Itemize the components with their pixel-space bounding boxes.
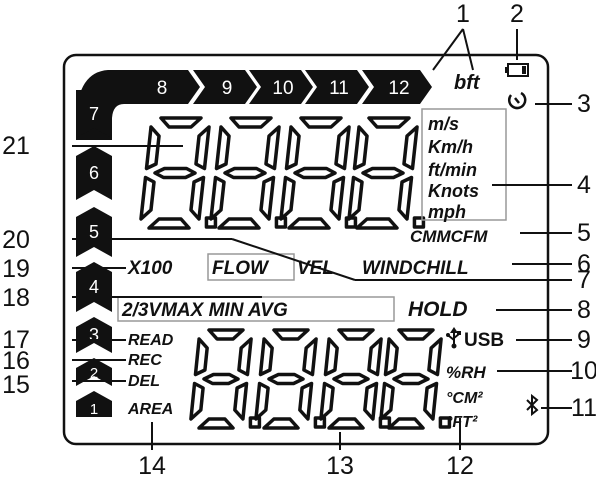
windchill-indicator: WINDCHILL — [362, 258, 469, 279]
callout-8: 8 — [577, 296, 591, 324]
flow-indicator: FLOW — [212, 258, 270, 279]
callout-13: 13 — [326, 452, 354, 480]
bft-segment-label: 6 — [89, 163, 99, 183]
bft-segment-label: 4 — [89, 277, 99, 297]
auto-off-timer-icon — [508, 91, 527, 110]
area-indicator: AREA — [127, 401, 173, 418]
bft-top-segments: 8 9 10 11 12 — [128, 70, 432, 104]
upper-digit-4 — [347, 116, 426, 230]
bft-segment-5 — [76, 207, 112, 257]
bft-left-segments: 7 6 5 4 3 2 1 — [76, 90, 112, 418]
lower-digit-3 — [319, 328, 392, 430]
callout-17: 17 — [2, 326, 30, 354]
callout-18: 18 — [2, 284, 30, 312]
upper-digit-3 — [279, 116, 358, 230]
bft-segment-label: 11 — [329, 78, 349, 99]
callout-6: 6 — [577, 250, 591, 278]
bft-segment-11 — [305, 70, 369, 104]
vel-indicator: VEL — [297, 258, 334, 279]
bft-segment-8 — [128, 70, 200, 104]
lcd-frame — [62, 53, 550, 446]
hold-indicator: HOLD — [408, 298, 468, 321]
bft-segment-label: 9 — [222, 78, 233, 99]
lower-digit-1 — [189, 328, 262, 430]
area-cm-indicator: °CM² — [446, 390, 483, 407]
unit-km-h: Km/h — [428, 137, 473, 157]
speed-units-box — [421, 108, 507, 221]
rec-indicator: REC — [128, 352, 162, 369]
callout-15: 15 — [2, 371, 30, 399]
unit-m-s: m/s — [428, 114, 459, 134]
bft-segment-10 — [249, 70, 313, 104]
bft-segment-label: 12 — [388, 78, 409, 99]
callout-1: 1 — [456, 0, 470, 28]
bft-segment-2 — [76, 358, 112, 386]
bft-segment-label: 5 — [89, 222, 99, 242]
bft-segment-6 — [76, 146, 112, 200]
bft-segment-label: 10 — [272, 78, 293, 99]
unit-mph: mph — [428, 202, 466, 222]
del-indicator: DEL — [128, 373, 160, 390]
callout-12: 12 — [446, 452, 474, 480]
bft-segment-12 — [362, 70, 432, 104]
bft-segment-label: 1 — [90, 401, 98, 418]
callout-3: 3 — [577, 90, 591, 118]
area-ft-indicator: °FT² — [446, 414, 478, 431]
stats-indicator: 2/3VMAX MIN AVG — [121, 300, 288, 321]
bft-segment-label: 2 — [90, 365, 98, 382]
lower-digit-4 — [379, 328, 452, 430]
usb-indicator: USB — [464, 330, 504, 351]
usb-symbol-icon — [446, 327, 461, 349]
unit-knots: Knots — [428, 181, 479, 201]
bluetooth-icon — [526, 393, 539, 417]
flow-box — [207, 253, 295, 281]
callout-10: 10 — [570, 357, 596, 385]
x100-indicator: X100 — [127, 258, 173, 279]
humidity-indicator: %RH — [446, 363, 486, 382]
unit-ft-min: ft/min — [428, 160, 477, 180]
upper-digit-1 — [139, 116, 218, 230]
callout-20: 20 — [2, 226, 30, 254]
upper-digit-2 — [209, 116, 288, 230]
read-indicator: READ — [128, 332, 174, 349]
callout-5: 5 — [577, 219, 591, 247]
upper-digit-display — [139, 116, 426, 230]
callout-2: 2 — [510, 0, 524, 28]
bft-unit-label: bft — [454, 72, 481, 94]
flow-units-label: CMMCFM — [410, 227, 488, 246]
callout-21: 21 — [2, 132, 30, 160]
callout-7: 7 — [577, 266, 591, 294]
bft-segment-4 — [76, 262, 112, 312]
callout-9: 9 — [577, 326, 591, 354]
bft-segment-7 — [76, 90, 112, 138]
battery-icon — [505, 63, 529, 77]
callout-19: 19 — [2, 255, 30, 283]
callout-11: 11 — [571, 394, 596, 422]
callout-16: 16 — [2, 347, 30, 375]
bft-segment-9 — [193, 70, 257, 104]
bft-segment-3 — [76, 317, 112, 353]
bft-segment-label: 7 — [89, 104, 99, 124]
bft-segment-label: 3 — [89, 325, 99, 345]
bft-segment-1 — [76, 391, 112, 417]
lower-digit-display — [189, 328, 452, 430]
callout-4: 4 — [577, 171, 591, 199]
lower-digit-2 — [254, 328, 327, 430]
callout-lines — [72, 28, 572, 450]
callout-14: 14 — [138, 452, 166, 480]
bft-segment-label: 8 — [157, 78, 168, 99]
